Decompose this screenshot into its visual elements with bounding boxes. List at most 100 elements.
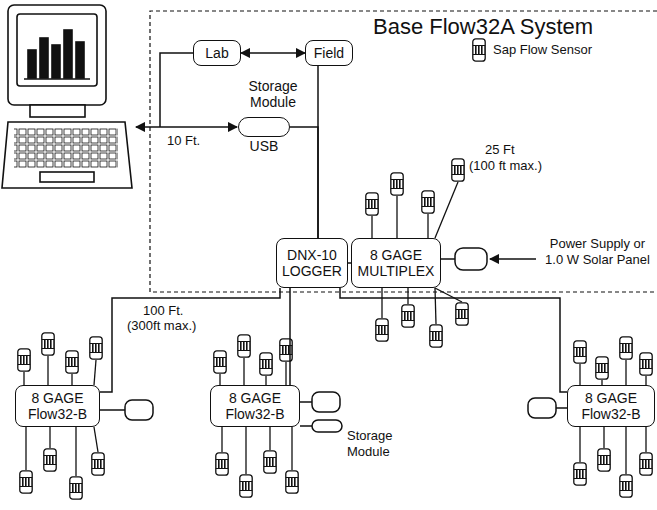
sap-flow-sensor [260,353,272,375]
sap-flow-sensor [20,471,32,493]
sap-flow-sensor [42,333,54,355]
sensor-lead [219,374,220,385]
sap-flow-sensor [214,351,226,373]
sensor-lead [23,372,24,385]
sensor-lead [579,364,580,385]
sensor-lead [603,427,604,448]
sensor-lead [427,214,428,238]
sap-flow-sensor [598,449,610,471]
node-label: Lab [205,45,228,61]
sap-flow-sensor [430,325,442,347]
sap-flow-sensor [18,349,30,371]
sap-flow-sensor [620,337,632,359]
sap-flow-sensor [376,319,388,341]
diagram-title: Base Flow32A System [372,14,594,40]
annotation-label: Storage Module [346,428,400,459]
annotation-label: Power Supply or 1.0 W Solar Panel [538,236,657,267]
sensor-lead [265,376,266,385]
node-label: 8 GAGE Flow32-B [572,390,650,422]
connector [290,127,318,238]
sensor-lead [94,427,98,452]
sensor-lead [25,427,26,470]
sensor-lead [245,427,246,474]
process-box: 8 GAGE Flow32-B [210,385,300,427]
sensor-lead [243,358,244,385]
sap-flow-sensor [66,351,78,373]
sap-flow-sensor [574,341,586,363]
sap-flow-sensor [264,451,276,473]
sensor-lead [407,288,408,304]
connector [100,288,280,392]
node-heading: Storage Module [244,78,302,110]
sensor-lead [94,360,96,385]
legend-label: Sap Flow Sensor [492,42,593,58]
sap-flow-sensor [70,477,82,499]
sap-flow-sensor [640,453,652,475]
sensor-lead [625,360,626,385]
sap-flow-sensors [18,159,652,499]
annotation-label: (100 ft max.) [468,158,543,174]
sap-flow-sensor [92,453,104,475]
legend-sensor-icon [473,39,485,61]
sensor-lead [435,288,462,302]
sensor-lead [645,376,646,385]
sap-flow-sensor [391,173,403,195]
sensor-lead [435,182,458,238]
storage-module: Storage ModuleUSB [232,76,304,158]
sensor-lead [269,427,270,450]
sap-flow-sensor [422,191,434,213]
sensor-lead [221,427,222,452]
usb-cable [136,126,237,128]
process-box: 8 GAGE Flow32-B [567,385,655,427]
sensor-lead [285,362,286,385]
annotation-label: (300ft max.) [126,318,197,334]
sap-flow-sensor [574,463,586,485]
sap-flow-sensor [240,475,252,497]
sap-flow-sensor [596,357,608,379]
connector [241,52,305,54]
sensor-lead [381,288,382,318]
annotation-label: 10 Ft. [166,133,201,149]
sensor-lead [396,196,397,238]
sensor-lead [371,216,372,238]
node-label: 8 GAGE MULTIPLEX [356,247,436,279]
sap-flow-sensor [44,449,56,471]
sap-flow-sensor [620,475,632,497]
annotation-label: 25 Ft [484,142,516,158]
sap-flow-sensor [90,337,102,359]
storage-capsule [238,117,290,137]
process-box: Field [305,40,353,66]
process-box: 8 GAGE MULTIPLEX [351,238,441,288]
node-label: 8 GAGE Flow32-B [20,390,95,422]
process-box: DNX-10 LOGGER [276,238,348,288]
sensor-lead [49,427,50,448]
system-boundary [150,11,657,292]
annotation-label: 100 Ft. [142,303,184,319]
sap-flow-sensor [640,353,652,375]
node-label: 8 GAGE Flow32-B [215,390,295,422]
sensor-lead [579,427,580,462]
process-box: 8 GAGE Flow32-B [15,385,100,427]
sensor-lead [47,356,48,385]
sensor-lead [645,427,646,452]
sap-flow-sensor [402,305,414,327]
process-box: Lab [193,40,241,66]
sap-flow-sensor [456,303,468,325]
lab-wire [160,53,193,127]
sensor-lead [435,288,436,324]
sensor-lead [75,427,76,476]
sap-flow-sensor [366,193,378,215]
sap-flow-sensor [238,335,250,357]
computer-icon [2,5,132,188]
sap-flow-sensor [216,453,228,475]
sensor-lead [291,427,292,470]
sap-flow-sensor [286,471,298,493]
connector [289,288,291,385]
node-label: Field [314,45,344,61]
connector [340,288,567,392]
node-label: DNX-10 LOGGER [281,247,343,279]
sap-flow-sensor [452,159,464,181]
sensor-lead [71,374,72,385]
sensor-lead [625,427,626,474]
node-label: USB [232,138,296,154]
